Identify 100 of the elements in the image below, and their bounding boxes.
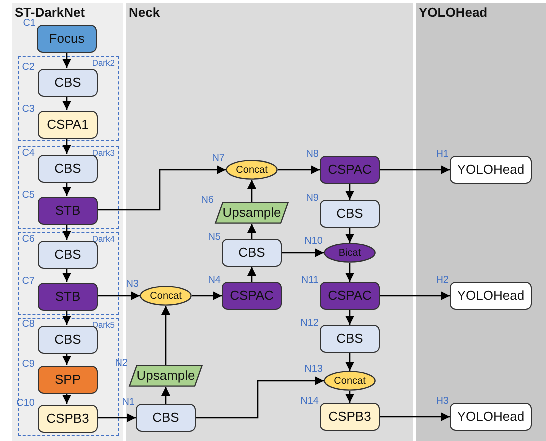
node-label: CSPA1 (47, 118, 89, 132)
panel (416, 3, 546, 441)
node-label: STB (55, 204, 81, 218)
node-label: SPP (54, 372, 81, 388)
node-label: CBS (54, 248, 82, 262)
node-label: CSPAC (328, 162, 372, 178)
upsample-parallelogram (129, 365, 203, 387)
arrow (278, 165, 320, 175)
node-id-label: N9 (306, 193, 319, 204)
process-box (37, 25, 97, 53)
node-id-label: N12 (300, 318, 319, 329)
arrow (62, 353, 72, 365)
node-label: CSPB3 (46, 412, 90, 426)
process-box (450, 156, 532, 184)
node-id-label: N6 (201, 195, 214, 206)
arrow (97, 413, 136, 423)
node-label: STB (55, 290, 81, 304)
node-label: CSPAC (328, 288, 372, 304)
node-label: Concat (334, 376, 366, 386)
node-label: CBS (54, 332, 82, 348)
operation-ellipse (226, 160, 278, 180)
arrow (62, 310, 72, 325)
process-box (222, 239, 282, 267)
stage-group (18, 146, 119, 229)
node-id-label: N4 (208, 275, 221, 286)
node-id-label: C5 (22, 190, 35, 201)
node-label: Bicat (338, 248, 362, 258)
node-label: Upsample (222, 206, 282, 220)
process-box (38, 405, 98, 433)
node-id-label: C1 (23, 18, 36, 29)
process-box (136, 404, 196, 432)
arrow (380, 291, 450, 301)
operation-ellipse (140, 286, 192, 306)
node-id-label: C9 (22, 359, 35, 370)
node-label: Concat (236, 164, 268, 176)
arrow (345, 228, 355, 243)
operation-ellipse (324, 371, 376, 391)
process-box (320, 325, 380, 353)
node-id-label: C8 (22, 319, 35, 330)
arrow (282, 248, 324, 258)
arrow (62, 268, 72, 282)
arrow (62, 138, 72, 154)
node-id-label: C3 (22, 104, 35, 115)
process-box (38, 283, 98, 311)
node-id-label: N8 (306, 149, 319, 160)
process-box (38, 155, 98, 183)
arrow (192, 291, 222, 301)
arrow (161, 387, 171, 404)
arrow (247, 224, 257, 239)
node-label: CBS (152, 410, 180, 426)
node-label: YOLOHead (457, 162, 525, 178)
process-box (320, 403, 380, 431)
node-id-label: N7 (212, 153, 225, 164)
arrow (62, 96, 72, 110)
stage-group (18, 232, 119, 315)
arrow (345, 263, 355, 282)
panel-title: ST-DarkNet (15, 5, 86, 20)
node-id-label: N1 (122, 397, 135, 408)
node-label: Focus (49, 32, 85, 46)
arrow (62, 224, 72, 240)
process-box (320, 200, 380, 228)
process-box (222, 282, 282, 310)
arrow (345, 353, 355, 371)
operation-ellipse (324, 243, 376, 263)
upsample-parallelogram (215, 202, 289, 224)
node-id-label: C6 (22, 234, 35, 245)
arrow (247, 180, 257, 202)
node-id-label: C2 (22, 62, 35, 73)
node-id-label: N2 (115, 358, 128, 369)
stage-group (18, 56, 119, 141)
arrow (247, 267, 257, 282)
process-box (38, 69, 98, 97)
process-box (38, 111, 98, 139)
node-id-label: N13 (304, 364, 323, 375)
process-box (320, 156, 380, 184)
group-title: Dark2 (92, 58, 115, 68)
arrow (161, 306, 171, 365)
process-box (38, 366, 98, 394)
arrow (62, 393, 72, 404)
node-id-label: H1 (436, 149, 449, 160)
arrow (345, 310, 355, 325)
node-id-label: N11 (301, 275, 319, 286)
arrow (62, 53, 72, 68)
node-id-label: N3 (126, 279, 139, 290)
panel-title: Neck (129, 5, 160, 20)
process-box (450, 403, 532, 431)
node-label: CBS (54, 76, 82, 90)
node-id-label: H3 (436, 396, 449, 407)
node-id-label: N14 (300, 396, 319, 407)
node-label: YOLOHead (457, 410, 525, 424)
arrow (97, 291, 140, 301)
process-box (38, 241, 98, 269)
node-label: Concat (150, 290, 182, 302)
node-label: Upsample (136, 368, 196, 384)
arrow (380, 412, 450, 422)
node-label: CBS (238, 246, 266, 260)
node-label: CBS (336, 206, 364, 222)
node-id-label: H2 (436, 275, 449, 286)
arrow (196, 376, 324, 419)
group-title: Dark4 (92, 234, 115, 244)
